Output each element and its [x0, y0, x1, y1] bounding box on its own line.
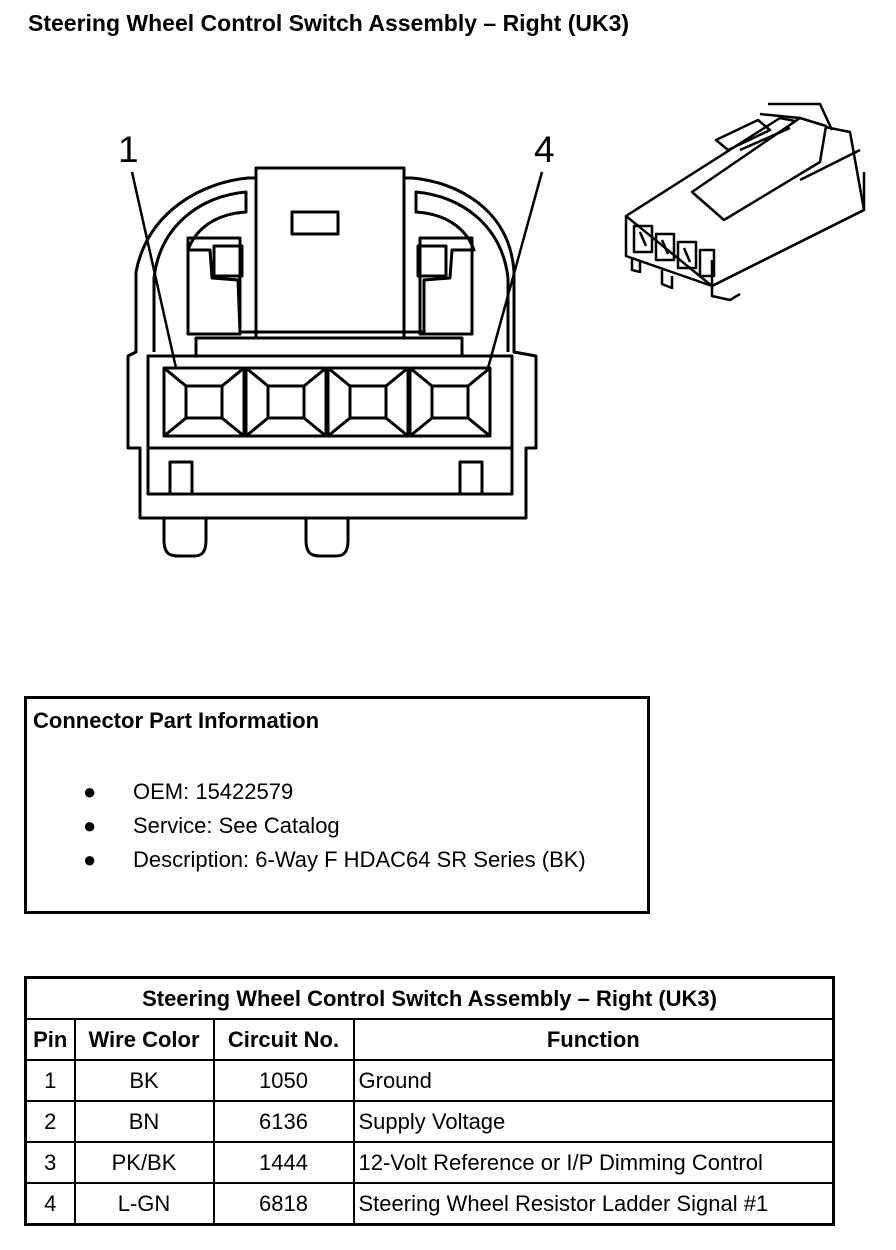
table-title-row: Steering Wheel Control Switch Assembly –… [24, 976, 835, 1020]
pin-table: Steering Wheel Control Switch Assembly –… [24, 976, 836, 1226]
leader-line-pin-4 [486, 171, 544, 369]
connector-diagram: 1 4 [118, 102, 866, 558]
bullet-icon: ● [83, 779, 97, 804]
pin-label-4: 4 [534, 129, 555, 170]
cell-function: Supply Voltage [352, 1100, 835, 1143]
left-side-block [186, 236, 242, 336]
connector-isometric-view [624, 102, 866, 302]
lower-tab-right [458, 460, 484, 496]
info-service: Service: See Catalog [133, 813, 340, 838]
cell-wire-color: BN [73, 1100, 215, 1143]
pin-table-title: Steering Wheel Control Switch Assembly –… [24, 976, 835, 1020]
bullet-icon: ● [83, 847, 97, 872]
connector-outer-body [126, 166, 538, 520]
cell-pin: 4 [24, 1182, 76, 1226]
cell-wire-color: PK/BK [73, 1141, 215, 1184]
latch-tower [254, 178, 406, 338]
leader-line-pin-1 [130, 171, 178, 369]
cavity-2 [244, 366, 328, 438]
cell-function: Ground [352, 1059, 835, 1102]
table-row: 3 PK/BK 1444 12-Volt Reference or I/P Di… [24, 1141, 835, 1184]
cavity-3 [326, 366, 410, 438]
right-side-block [418, 236, 474, 336]
header-function: Function [352, 1018, 835, 1061]
connector-inner-arch [152, 190, 510, 352]
foot-left [162, 518, 208, 558]
header-circuit-no: Circuit No. [212, 1018, 355, 1061]
header-wire-color: Wire Color [73, 1018, 215, 1061]
table-header-row: Pin Wire Color Circuit No. Function [24, 1018, 835, 1061]
latch-bar [194, 336, 464, 358]
latch-window [290, 210, 340, 236]
cell-pin: 2 [24, 1100, 76, 1143]
cell-wire-color: L-GN [73, 1182, 215, 1226]
foot-right [304, 518, 350, 558]
cavity-4 [408, 366, 492, 438]
bullet-icon: ● [83, 813, 97, 838]
cell-circuit-no: 1444 [212, 1141, 355, 1184]
connector-part-info-heading: Connector Part Information [33, 708, 320, 733]
table-row: 2 BN 6136 Supply Voltage [24, 1100, 835, 1143]
cell-wire-color: BK [73, 1059, 215, 1102]
lower-tab-left [168, 460, 194, 496]
connector-part-info-box: Connector Part Information ● OEM: 154225… [24, 696, 650, 914]
info-oem: OEM: 15422579 [133, 779, 294, 804]
header-pin: Pin [24, 1018, 76, 1061]
cavity-1 [162, 366, 246, 438]
table-row: 4 L-GN 6818 Steering Wheel Resistor Ladd… [24, 1182, 835, 1226]
pin-label-1: 1 [118, 129, 139, 170]
cell-pin: 1 [24, 1059, 76, 1102]
cell-function: Steering Wheel Resistor Ladder Signal #1 [352, 1182, 835, 1226]
table-row: 1 BK 1050 Ground [24, 1059, 835, 1102]
info-description: Description: 6-Way F HDAC64 SR Series (B… [133, 847, 586, 872]
cell-circuit-no: 6818 [212, 1182, 355, 1226]
cell-circuit-no: 6136 [212, 1100, 355, 1143]
cell-pin: 3 [24, 1141, 76, 1184]
cell-function: 12-Volt Reference or I/P Dimming Control [352, 1141, 835, 1184]
page-title: Steering Wheel Control Switch Assembly –… [28, 10, 630, 36]
cavity-frame [146, 354, 514, 450]
cell-circuit-no: 1050 [212, 1059, 355, 1102]
